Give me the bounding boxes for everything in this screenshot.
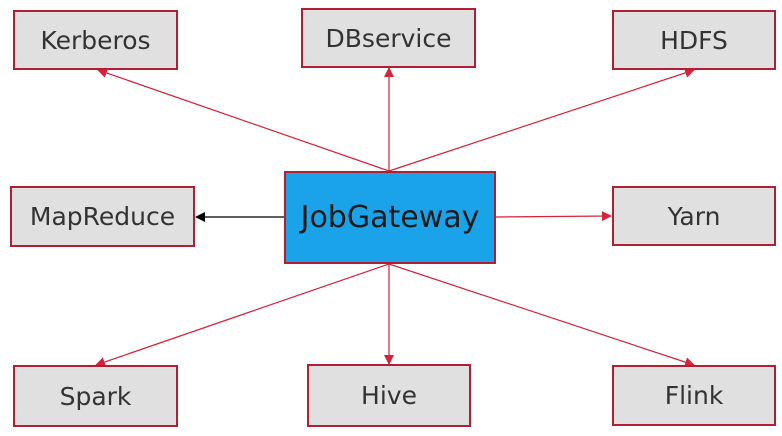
arrow-to-spark <box>95 263 390 367</box>
arrow-to-hdfs <box>388 68 695 172</box>
node-hdfs-label: HDFS <box>660 25 728 55</box>
node-hdfs: HDFS <box>612 10 776 70</box>
node-flink: Flink <box>612 365 776 426</box>
node-jobgateway: JobGateway <box>284 171 496 264</box>
node-kerberos-label: Kerberos <box>40 25 151 55</box>
node-yarn-label: Yarn <box>667 201 721 231</box>
node-dbservice-label: DBservice <box>325 23 452 53</box>
node-spark: Spark <box>13 365 178 427</box>
arrow-to-flink <box>388 263 695 367</box>
node-hive: Hive <box>307 364 471 427</box>
node-mapreduce-label: MapReduce <box>29 202 176 231</box>
node-spark-label: Spark <box>59 381 132 411</box>
node-jobgateway-label: JobGateway <box>300 200 480 235</box>
node-dbservice: DBservice <box>301 8 476 68</box>
node-mapreduce: MapReduce <box>10 186 195 247</box>
arrow-to-yarn <box>495 211 612 222</box>
node-yarn: Yarn <box>612 186 776 246</box>
arrow-to-kerberos <box>97 68 390 172</box>
node-flink-label: Flink <box>664 381 724 410</box>
node-hive-label: Hive <box>361 381 417 410</box>
node-kerberos: Kerberos <box>13 10 178 70</box>
